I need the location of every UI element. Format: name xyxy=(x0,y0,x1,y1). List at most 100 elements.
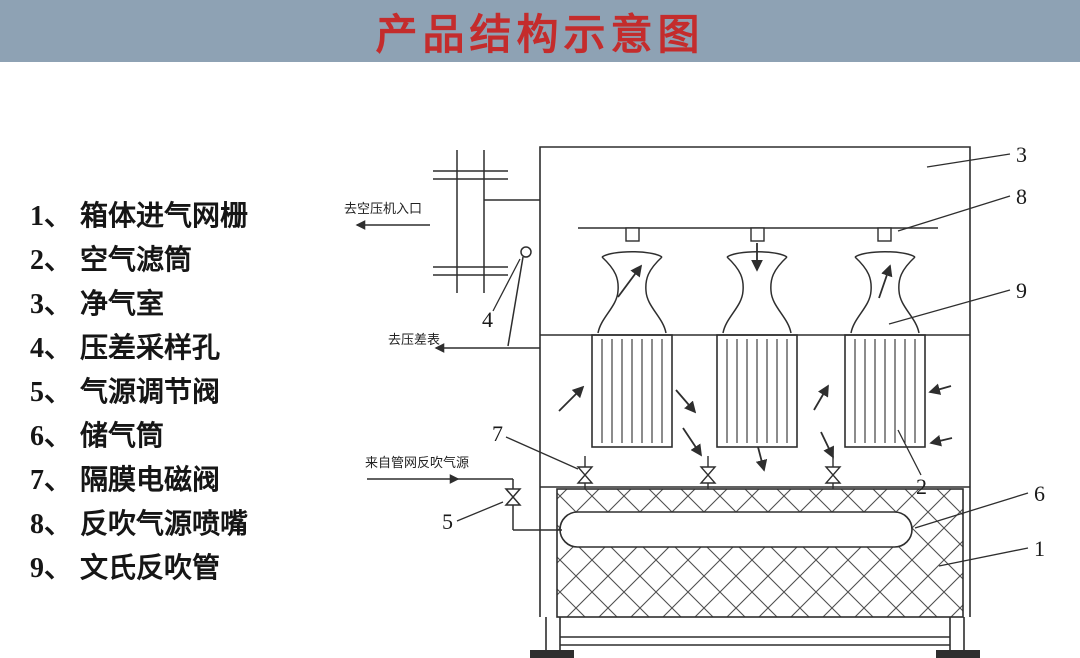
legend-item-label: 隔膜电磁阀 xyxy=(80,465,221,496)
callout-number: 7 xyxy=(492,421,503,446)
callout-3: 3 xyxy=(926,142,1027,168)
foot-pad xyxy=(936,650,980,658)
diaphragm-valve-icon xyxy=(699,456,717,489)
page-title: 产品结构示意图 xyxy=(375,12,705,59)
legend-item-number: 6、 xyxy=(30,421,73,452)
callout-4: 4 xyxy=(482,258,521,332)
callout-1: 1 xyxy=(938,536,1045,567)
legend-item-number: 5、 xyxy=(30,377,73,408)
legend-item: 6、储气筒 xyxy=(30,412,330,456)
legend-item: 4、压差采样孔 xyxy=(30,324,330,368)
callout-number: 3 xyxy=(1016,142,1027,167)
legend-item: 8、反吹气源喷嘴 xyxy=(30,500,330,544)
backflush-nozzle xyxy=(877,227,892,242)
legend-item-label: 箱体进气网栅 xyxy=(80,201,249,232)
filter-cartridge xyxy=(716,334,798,448)
callout-9: 9 xyxy=(888,278,1027,325)
blow-pipe xyxy=(559,511,913,548)
leader-line xyxy=(926,153,1011,168)
flow-arrow xyxy=(928,383,952,395)
flow-arrow xyxy=(929,435,953,447)
leader-line xyxy=(897,429,922,476)
callout-number: 8 xyxy=(1016,184,1027,209)
legend-item-number: 2、 xyxy=(30,245,73,276)
leader-line xyxy=(505,436,579,470)
filter-cartridges xyxy=(591,334,926,448)
airflow-arrows xyxy=(558,243,953,472)
legend-item-label: 储气筒 xyxy=(80,421,165,452)
leader-line xyxy=(897,195,1011,232)
backflush-piping xyxy=(367,474,562,531)
legend-item-number: 1、 xyxy=(30,201,73,232)
title-banner: 产品结构示意图 xyxy=(0,0,1080,62)
legend-item: 5、气源调节阀 xyxy=(30,368,330,412)
filter-cartridge xyxy=(591,334,673,448)
label-to-pressure-gauge: 去压差表 xyxy=(388,333,440,348)
legend: 1、箱体进气网栅 2、空气滤筒 3、净气室 4、压差采样孔 5、气源调节阀 6、… xyxy=(30,192,330,588)
legend-item-number: 4、 xyxy=(30,333,73,364)
flow-arrow xyxy=(558,385,585,412)
leader-line xyxy=(938,547,1029,567)
feet xyxy=(530,650,980,658)
legend-item: 1、箱体进气网栅 xyxy=(30,192,330,236)
legend-item-label: 文氏反吹管 xyxy=(80,553,221,584)
leader-line xyxy=(914,492,1029,529)
pipe-flanges xyxy=(433,170,508,276)
backflush-nozzles xyxy=(625,227,892,242)
backflush-nozzle xyxy=(750,227,765,242)
legend-item-label: 反吹气源喷嘴 xyxy=(80,509,249,540)
legend-item: 3、净气室 xyxy=(30,280,330,324)
leader-line xyxy=(456,501,504,522)
legend-item-number: 3、 xyxy=(30,289,73,320)
flow-arrow xyxy=(820,431,834,459)
annotations: 去空压机入口 去压差表 来自管网反吹气源 xyxy=(344,202,469,471)
callout-number: 9 xyxy=(1016,278,1027,303)
backflush-nozzle xyxy=(625,227,640,242)
legend-item-number: 7、 xyxy=(30,465,73,496)
legend-item-number: 9、 xyxy=(30,553,73,584)
pulse-valves xyxy=(576,456,842,489)
flow-arrow xyxy=(682,427,702,457)
callout-8: 8 xyxy=(897,184,1027,232)
callouts: 3 8 9 2 6 1 4 xyxy=(442,142,1045,567)
flow-arrow xyxy=(617,264,643,298)
callout-number: 4 xyxy=(482,307,493,332)
venturi-tubes xyxy=(597,251,920,334)
legend-item-label: 净气室 xyxy=(80,289,165,320)
diaphragm-valve-icon xyxy=(576,456,594,489)
filter-cartridge xyxy=(844,334,926,448)
callout-number: 2 xyxy=(916,474,927,499)
label-to-compressor: 去空压机入口 xyxy=(344,202,422,217)
callout-number: 6 xyxy=(1034,481,1045,506)
callout-number: 5 xyxy=(442,509,453,534)
legend-item: 2、空气滤筒 xyxy=(30,236,330,280)
legend-item: 7、隔膜电磁阀 xyxy=(30,456,330,500)
callout-2: 2 xyxy=(897,429,927,499)
legend-item-number: 8、 xyxy=(30,509,73,540)
leader-line xyxy=(888,289,1011,325)
venturi-tube xyxy=(850,251,920,334)
venturi-tube xyxy=(597,251,667,334)
callout-number: 1 xyxy=(1034,536,1045,561)
callout-6: 6 xyxy=(914,481,1045,529)
flow-arrow xyxy=(813,384,829,411)
mesh-grille xyxy=(556,488,964,618)
callout-7: 7 xyxy=(492,421,579,470)
legend-item-label: 空气滤筒 xyxy=(80,245,193,276)
legend-item-label: 气源调节阀 xyxy=(80,377,221,408)
inlet-mesh-grille xyxy=(556,488,964,618)
regulating-valve-icon xyxy=(504,488,522,506)
inlet-pipe xyxy=(355,150,540,353)
flow-arrow xyxy=(675,389,697,414)
flow-arrow xyxy=(755,446,768,472)
legend-item: 9、文氏反吹管 xyxy=(30,544,330,588)
label-backflush-source: 来自管网反吹气源 xyxy=(365,455,469,471)
flow-arrow xyxy=(878,264,893,299)
sampling-port xyxy=(520,246,532,258)
foot-pad xyxy=(530,650,574,658)
diaphragm-valve-icon xyxy=(824,456,842,489)
callout-5: 5 xyxy=(442,501,504,534)
legend-item-label: 压差采样孔 xyxy=(80,333,221,364)
